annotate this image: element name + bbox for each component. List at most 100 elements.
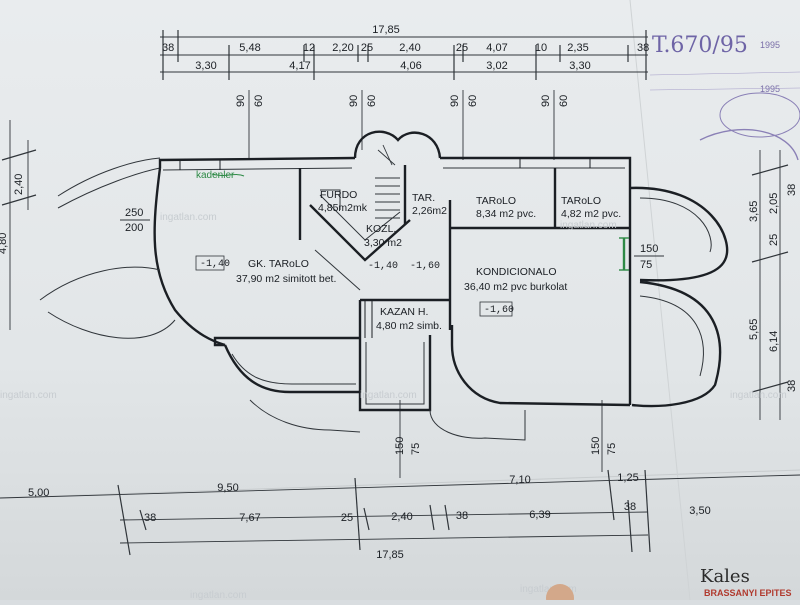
stamp-footer: BRASSANYI EPITES [704,588,792,598]
watermark: ingatlan.com [360,390,417,401]
dim-label: 1,25 [617,472,638,484]
top-dim-row2: 3,30 4,17 4,06 3,02 3,30 [195,60,590,72]
dim-label: 7,67 [239,512,260,524]
room-area: 2,26m2 [412,205,447,217]
dim-label: 60 [366,95,378,107]
right-dimension-chain: 3,65 2,05 25 38 5,65 6,14 38 [748,150,798,420]
signature: Kales [700,566,750,587]
stamp-code: 1995 [760,84,780,94]
dim-label: 75 [606,443,618,455]
approval-stamp: T.670/95 1995 1995 [649,33,800,161]
dim-label: 90 [348,95,360,107]
stamp-handwriting: T.670/95 [652,33,748,58]
level-mark: -1,60 [484,305,514,316]
dim-label: 25 [768,234,780,246]
dim-label: 2,05 [768,193,780,214]
dim-label: 38 [624,501,636,513]
dim-label: 12 [303,42,315,54]
dim-label: 200 [125,222,143,234]
dim-label: 5,65 [748,319,760,340]
watermark: ingatlan.com [190,590,247,600]
dim-label: 3,02 [486,60,507,72]
dim-label: 6,14 [768,331,780,352]
dim-label: 4,06 [400,60,421,72]
dim-label: 150 [590,437,602,455]
dim-label: 75 [410,443,422,455]
dim-label: 3,30 [195,60,216,72]
window-width: 150 [640,243,658,255]
staircase [375,144,400,219]
dim-label: 4,07 [486,42,507,54]
dim-label: 90 [235,95,247,107]
room-name: FURDO [320,189,357,201]
watermark: ingatlan.com [560,220,617,231]
dim-label: 2,40 [399,42,420,54]
dim-label: 25 [456,42,468,54]
room-area: 3,30 m2 [364,237,402,249]
dim-label: 90 [449,95,461,107]
top-overall-dim: 17,85 [372,24,400,36]
stamp-year: 1995 [760,40,780,50]
level-mark: -1,40 [200,259,230,270]
watermark: ingatlan.com [0,390,57,401]
dim-label: 38 [786,380,798,392]
dim-label: 38 [637,42,649,54]
dim-label: 7,10 [509,474,530,486]
top-dimension-chain [160,30,648,80]
room-labels: GK. TARoLO 37,90 m2 simitott bet. KONDIC… [236,189,621,332]
room-name: GK. TARoLO [248,258,309,270]
room-name: TARoLO [561,195,601,207]
dim-label: 90 [540,95,552,107]
level-mark: -1,40 [368,261,398,272]
room-name: KOZL. [366,223,396,235]
bottom-dim-row2: 38 7,67 25 2,40 38 6,39 38 [144,501,636,524]
dim-label: 5,48 [239,42,260,54]
bottom-dimension-chain [0,469,800,556]
dim-label: 250 [125,207,143,219]
dim-label: 2,40 [13,174,25,195]
dim-label: 6,39 [529,509,550,521]
room-name: KONDICIONALO [476,266,557,278]
room-area: 8,34 m2 pvc. [476,208,536,220]
dim-label: 150 [394,437,406,455]
dim-label: 60 [558,95,570,107]
room-name: TARoLO [476,195,516,207]
dim-label: 4,17 [289,60,310,72]
level-marks: -1,40 -1,60 -1,60 -1,40 [195,255,514,317]
bottom-dim-row1: 5,00 9,50 7,10 1,25 3,50 [28,472,711,517]
dim-label: 60 [253,95,265,107]
dim-label: 10 [535,42,547,54]
room-name: KAZAN H. [380,306,428,318]
dim-label: 38 [456,510,468,522]
room-area: 37,90 m2 simitott bet. [236,273,336,285]
dim-label: 38 [162,42,174,54]
dim-label: 9,50 [217,482,238,494]
dim-label: 4,80 [0,233,9,254]
bottom-overall-dim: 17,85 [376,549,404,561]
top-window-dims: 90 60 90 60 90 60 90 60 [235,90,570,160]
dim-label: 3,50 [689,505,710,517]
room-area: 36,40 m2 pvc burkolat [464,281,567,293]
room-name: TAR. [412,192,435,204]
bottom-window-dims: 150 75 150 75 [394,400,618,478]
room-area: 4,80 m2 simb. [376,320,442,332]
dim-label: 2,20 [332,42,353,54]
dim-label: 38 [786,184,798,196]
wall-hatch [179,158,591,338]
watermark: ingatlan.com [730,390,787,401]
watermark: ingatlan.com [160,212,217,223]
dim-label: 3,65 [748,201,760,222]
building-walls [39,130,729,441]
green-note: kadenler [196,170,235,181]
dim-label: 2,40 [391,511,412,523]
dim-label: 3,30 [569,60,590,72]
dim-label: 60 [467,95,479,107]
dim-label: 25 [341,512,353,524]
window-height: 75 [640,259,652,271]
dim-label: 38 [144,512,156,524]
left-dimension-chain: 2,40 4,80 250 200 [0,120,150,330]
watermark: ingatlan.com [520,584,577,595]
room-area: 4,85m2mk [318,202,368,214]
dim-label: 5,00 [28,487,49,499]
